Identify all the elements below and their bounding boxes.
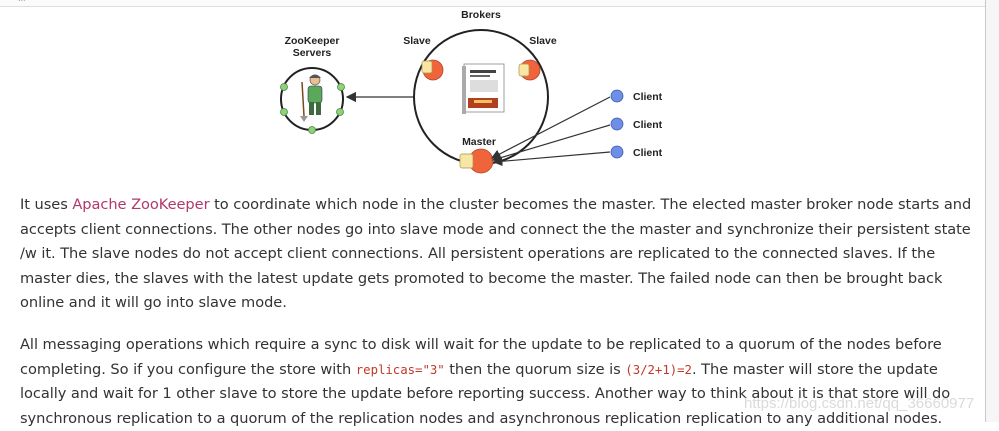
window-top-strip: ...	[0, 0, 999, 7]
zk-small-node	[308, 126, 316, 134]
paragraph-zookeeper-master-election: It uses Apache ZooKeeper to coordinate w…	[20, 193, 982, 316]
window-corner-text: ...	[18, 0, 26, 3]
zk-small-node	[336, 108, 344, 116]
master-label: Master	[462, 136, 496, 148]
brokers-label: Brokers	[461, 9, 501, 21]
zookeeper-label-line1: ZooKeeper	[285, 35, 340, 47]
zk-small-node	[337, 83, 345, 91]
master-node	[459, 148, 494, 174]
slave-right-node	[518, 59, 541, 81]
paragraph-quorum-replication: All messaging operations which require a…	[20, 333, 982, 431]
zookeeper-keeper-icon	[300, 74, 323, 122]
zookeeper-servers-node	[280, 67, 345, 134]
client-connection-arrow	[491, 124, 611, 163]
zk-small-node	[280, 108, 288, 116]
client-node: Client	[610, 117, 663, 131]
client-label: Client	[633, 119, 663, 131]
quorum-formula-code: (3/2+1)=2	[625, 361, 692, 377]
zookeeper-label-line2: Servers	[293, 47, 332, 59]
client-label: Client	[633, 91, 663, 103]
client-connection-arrow	[490, 96, 611, 159]
slave-left-node	[421, 59, 444, 81]
paragraph2-text-part1: All messaging operations which require a…	[20, 336, 942, 378]
paragraph2-text-part2: then the quorum size is	[444, 360, 626, 378]
apache-zookeeper-link[interactable]: Apache ZooKeeper	[72, 196, 210, 213]
client-connection-arrow	[492, 151, 611, 167]
replicas-code: replicas="3"	[355, 361, 445, 377]
paragraph1-text-rest: to coordinate which node in the cluster …	[20, 196, 972, 311]
scrollbar[interactable]	[985, 0, 999, 422]
paragraph1-text-start: It uses	[20, 196, 73, 213]
client-label: Client	[633, 147, 663, 159]
zk-small-node	[280, 83, 288, 91]
book-cover-image	[462, 63, 505, 114]
client-node: Client	[610, 145, 663, 159]
replication-diagram: Brokers ZooKeeper Servers Sl	[280, 9, 663, 174]
slave-right-label: Slave	[529, 35, 557, 47]
client-node: Client	[610, 89, 663, 103]
slave-left-label: Slave	[403, 35, 431, 47]
watermark-url: https://blog.csdn.net/qq_36660977	[744, 395, 975, 412]
